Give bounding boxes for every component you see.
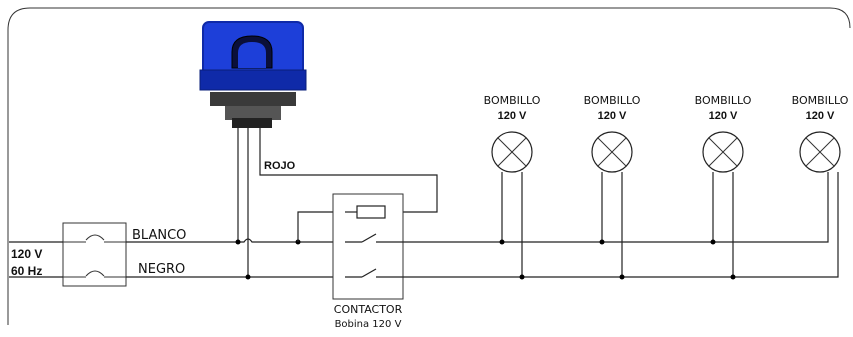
photocell-sensor	[199, 21, 307, 128]
lamp-rating: 120 V	[598, 110, 627, 122]
lamp-name: BOMBILLO	[584, 94, 641, 107]
lamp-name: BOMBILLO	[792, 94, 849, 107]
contactor-box	[332, 193, 404, 300]
lamp-2: BOMBILLO 120 V	[695, 94, 752, 280]
photocell-pins	[232, 118, 272, 128]
lamp-cross-b	[708, 137, 738, 167]
photocell-neck	[225, 106, 281, 120]
rojo-label: ROJO	[264, 160, 296, 172]
photocell-base	[210, 92, 296, 106]
voltage-label: 120 V	[11, 247, 42, 261]
junction-dot	[245, 274, 251, 280]
photocell-lead-rojo	[259, 128, 438, 213]
lamp-rating: 120 V	[498, 110, 527, 122]
breaker-switch-bottom-icon	[85, 270, 105, 277]
output-line-top	[403, 172, 829, 243]
contactor-contact-bottom	[361, 268, 377, 278]
photocell-lower-band	[199, 69, 307, 91]
junction-dot	[710, 239, 716, 245]
lamp-0: BOMBILLO 120 V	[484, 94, 541, 280]
negro-label: NEGRO	[138, 262, 185, 277]
junction-dot	[730, 274, 736, 280]
contactor	[332, 193, 404, 300]
lamp-rating: 120 V	[709, 110, 738, 122]
lamp-cross-b	[805, 137, 835, 167]
junction-dot	[235, 239, 241, 245]
contactor-coil	[356, 205, 386, 219]
breaker	[62, 222, 127, 287]
diagram-frame	[7, 7, 851, 325]
lamp-rating: 120 V	[806, 110, 835, 122]
lamp-1: BOMBILLO 120 V	[584, 94, 641, 280]
contactor-contact-top	[361, 233, 377, 243]
lamp-3: BOMBILLO 120 V	[792, 94, 849, 173]
breaker-switch-top-icon	[85, 234, 105, 241]
frequency-label: 60 Hz	[11, 264, 42, 278]
junction-dot	[619, 274, 625, 280]
blanco-label: BLANCO	[132, 228, 186, 243]
lamp-cross-b	[597, 137, 627, 167]
breaker-box	[62, 222, 127, 287]
junction-dot	[599, 239, 605, 245]
contactor-coil-label: Bobina 120 V	[335, 319, 402, 330]
lamp-cross-b	[497, 137, 527, 167]
photocell-window-inner	[238, 42, 266, 68]
lamp-name: BOMBILLO	[484, 94, 541, 107]
line-blanco	[126, 238, 345, 243]
contactor-title: CONTACTOR	[334, 303, 403, 316]
junction-dot	[499, 239, 505, 245]
junction-dot	[519, 274, 525, 280]
lamp-name: BOMBILLO	[695, 94, 752, 107]
output-line-bottom	[403, 172, 839, 278]
